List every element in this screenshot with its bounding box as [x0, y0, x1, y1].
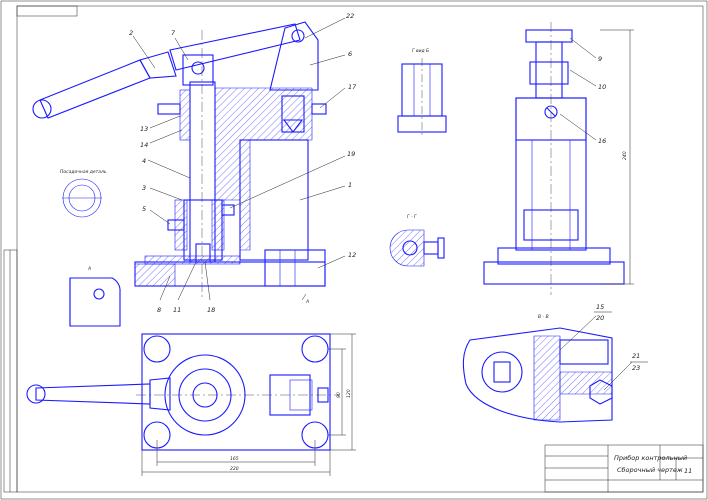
title-subtitle: Сборочный чертеж [617, 466, 683, 474]
callout-14: 14 [140, 141, 148, 149]
svg-text:А: А [305, 299, 309, 305]
callout-3: 3 [142, 184, 146, 192]
callout-21: 21 [632, 352, 640, 360]
callout-8: 8 [157, 306, 161, 314]
sheet-number: 11 [684, 467, 692, 475]
callout-6: 6 [348, 50, 352, 58]
dim-height-right: 240 [622, 151, 628, 160]
callout-9: 9 [598, 55, 602, 63]
front-section-view: А [32, 21, 327, 305]
callout-13: 13 [140, 125, 148, 133]
dim-width-inner: 165 [230, 456, 239, 462]
callout-10: 10 [598, 83, 606, 91]
callout-15: 15 [596, 303, 604, 311]
title-block: Прибор контрольный Сборочный чертеж 11 [544, 444, 704, 493]
section-v-v: В - В 15 20 21 23 [462, 303, 648, 423]
callout-5: 5 [142, 205, 146, 213]
dim-depth-b: 120 [346, 389, 352, 398]
callout-16: 16 [598, 137, 606, 145]
title-name: Прибор контрольный [614, 454, 687, 462]
view-b-detail: Г вид Б [397, 48, 447, 138]
callout-4: 4 [142, 157, 146, 165]
dim-depth-a: 90 [336, 392, 342, 398]
nonstandard-label: Посадочная деталь [60, 169, 107, 175]
callout-18: 18 [207, 306, 215, 314]
callout-22: 22 [346, 12, 354, 20]
callout-11: 11 [173, 306, 181, 314]
view-a-label: А [87, 266, 91, 272]
front-callouts: 2 7 22 6 17 13 14 4 19 1 3 5 12 8 11 18 [129, 12, 357, 314]
fit-detail: Посадочная деталь [60, 169, 107, 218]
callout-1: 1 [348, 181, 352, 189]
view-a: А [69, 266, 121, 327]
section-g-g: Г - Г [389, 214, 445, 267]
callout-17: 17 [348, 83, 357, 91]
plan-view: 165 220 90 120 [26, 333, 356, 476]
callout-19: 19 [347, 150, 355, 158]
side-view: 240 9 10 16 [483, 22, 634, 295]
callout-12: 12 [348, 251, 356, 259]
view-g-label: Г вид Б [412, 48, 429, 54]
section-vv-label: В - В [538, 314, 549, 320]
callout-23: 23 [632, 364, 640, 372]
section-gg-label: Г - Г [407, 214, 417, 220]
callout-2: 2 [129, 29, 133, 37]
callout-20: 20 [596, 314, 604, 322]
dim-width-outer: 220 [230, 466, 239, 472]
callout-7: 7 [171, 29, 176, 37]
